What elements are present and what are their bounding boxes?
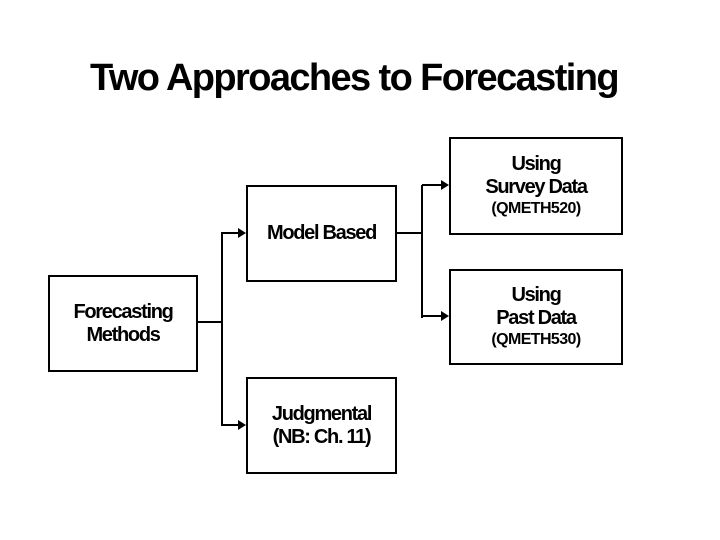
node-label-line: Methods <box>86 323 160 346</box>
node-label-line: Using <box>511 284 561 306</box>
arrow-right-icon <box>441 311 449 321</box>
node-using-past-data-label: Using Past Data (QMETH530) <box>491 284 581 350</box>
arrow-right-icon <box>238 228 246 238</box>
connector-trunk-to-survey-data <box>422 184 442 186</box>
connector-right-trunk <box>421 185 423 318</box>
arrow-right-icon <box>238 420 246 430</box>
node-forecasting-methods-label: Forecasting Methods <box>73 300 173 347</box>
node-label-line: Using <box>511 153 561 175</box>
node-model-based-label: Model Based <box>266 222 377 245</box>
node-judgmental-label: Judgmental (NB: Ch. 11) <box>271 402 373 449</box>
connector-model-based-to-trunk <box>395 232 423 234</box>
node-label-line: Judgmental <box>271 402 373 425</box>
node-model-based: Model Based <box>246 185 397 282</box>
connector-trunk-to-past-data <box>422 315 442 317</box>
arrow-right-icon <box>441 180 449 190</box>
connector-trunk-to-model-based <box>222 232 239 234</box>
node-label-line: Forecasting <box>73 300 173 323</box>
node-label-line: Survey Data <box>485 176 588 198</box>
connector-forecasting-to-trunk <box>198 321 223 323</box>
node-label-line: Past Data <box>496 307 577 329</box>
node-using-survey-data: Using Survey Data (QMETH520) <box>449 137 623 235</box>
node-label-subline: (QMETH520) <box>491 200 581 217</box>
node-judgmental: Judgmental (NB: Ch. 11) <box>246 377 397 474</box>
connector-trunk-to-judgmental <box>222 424 239 426</box>
slide-title: Two Approaches to Forecasting <box>90 57 619 99</box>
node-using-survey-data-label: Using Survey Data (QMETH520) <box>485 153 588 219</box>
node-label-line: Model Based <box>266 222 377 244</box>
node-forecasting-methods: Forecasting Methods <box>48 275 198 372</box>
node-label-line: (NB: Ch. 11) <box>272 425 372 448</box>
node-label-subline: (QMETH530) <box>491 331 581 348</box>
connector-left-trunk <box>221 232 223 426</box>
node-using-past-data: Using Past Data (QMETH530) <box>449 269 623 365</box>
